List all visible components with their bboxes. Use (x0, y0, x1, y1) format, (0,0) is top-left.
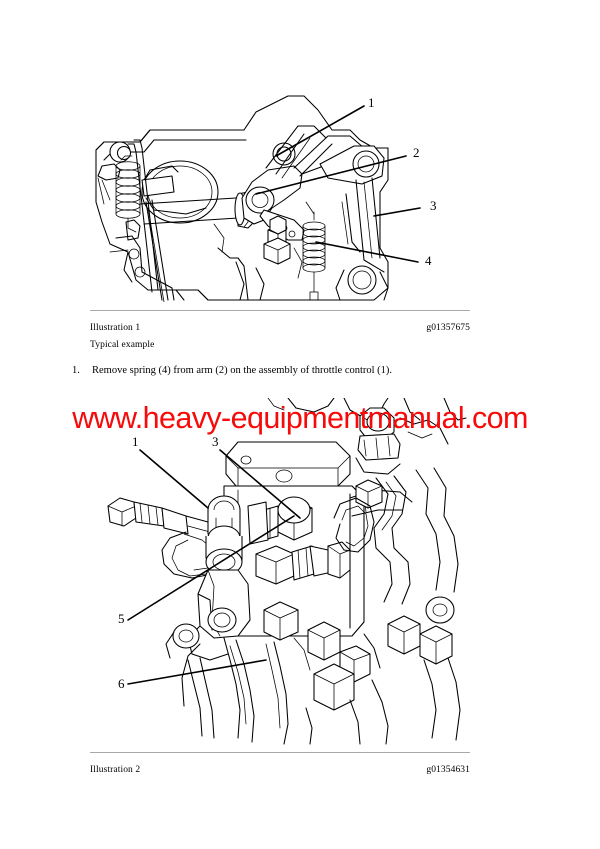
illustration-1-divider (90, 310, 470, 311)
illustration-2-graphic: 1 3 5 6 (88, 398, 472, 746)
illustration-1-callout-1: 1 (368, 95, 375, 110)
illustration-1-caption: Illustration 1 g01357675 Typical example (90, 320, 470, 353)
illustration-1-callout-2: 2 (413, 145, 420, 160)
illustration-2-callout-3: 3 (212, 434, 219, 449)
illustration-1-callout-4: 4 (425, 253, 432, 268)
illustration-2-graphic-number: g01354631 (426, 765, 470, 775)
illustration-2-callout-1: 1 (132, 434, 139, 449)
illustration-2-callout-5: 5 (118, 611, 125, 626)
illustration-2-caption: Illustration 2 g01354631 (90, 762, 470, 779)
illustration-2-callout-6: 6 (118, 676, 125, 691)
illustration-2-title: Illustration 2 (90, 765, 141, 775)
illustration-1-title: Illustration 1 (90, 323, 141, 333)
step-text: Remove spring (4) from arm (2) on the as… (92, 365, 393, 376)
procedure-step-list: 1. Remove spring (4) from arm (2) on the… (72, 363, 492, 378)
illustration-1-graphic: 1 2 3 4 (88, 52, 472, 302)
illustration-1-graphic-number: g01357675 (426, 323, 470, 333)
illustration-2-divider (90, 752, 470, 753)
step-number: 1. (72, 365, 80, 376)
procedure-step: 1. Remove spring (4) from arm (2) on the… (72, 363, 492, 378)
illustration-1-callout-3: 3 (430, 198, 437, 213)
illustration-1-subtitle: Typical example (90, 340, 155, 350)
